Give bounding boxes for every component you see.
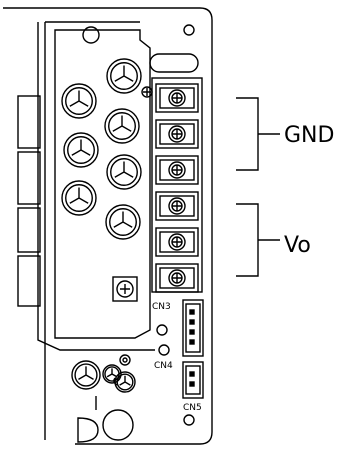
polarity-mark — [143, 88, 151, 96]
cn5-label: CN5 — [183, 403, 202, 413]
mounting-features — [82, 24, 199, 73]
vo-bracket — [236, 203, 280, 277]
connector-cn3 — [182, 299, 204, 357]
capacitor-icon — [104, 108, 140, 144]
terminal-screw-icon — [155, 227, 199, 257]
board-outline — [3, 7, 213, 445]
capacitor-icon — [106, 58, 142, 94]
capacitor-icon — [63, 132, 99, 168]
capacitor-icon — [114, 371, 136, 393]
side-tabs — [17, 95, 41, 307]
bottom-components — [77, 354, 134, 443]
capacitor-icon — [61, 83, 97, 119]
gnd-label: GND — [284, 123, 334, 148]
vo-label: Vo — [284, 233, 311, 258]
mounting-slot — [149, 53, 199, 73]
cn4-label: CN4 — [154, 361, 173, 371]
connector-cn5 — [182, 361, 204, 399]
terminal-screw-icon — [155, 83, 199, 113]
capacitor-icon — [105, 204, 141, 240]
small-holes — [156, 324, 195, 426]
terminal-block — [151, 77, 203, 293]
capacitor-icon — [61, 180, 97, 216]
cn3-label: CN3 — [152, 302, 171, 312]
terminal-screw-icon — [155, 191, 199, 221]
capacitor-icon — [106, 154, 142, 190]
terminal-screw-icon — [155, 119, 199, 149]
capacitor-group — [61, 58, 153, 393]
capacitor-icon — [71, 360, 101, 390]
terminal-screw-icon — [155, 263, 199, 293]
trim-pot-icon — [112, 276, 138, 302]
gnd-bracket — [236, 97, 280, 171]
mounting-hole — [82, 26, 100, 44]
terminal-screw-icon — [155, 155, 199, 185]
mounting-hole — [183, 24, 195, 36]
